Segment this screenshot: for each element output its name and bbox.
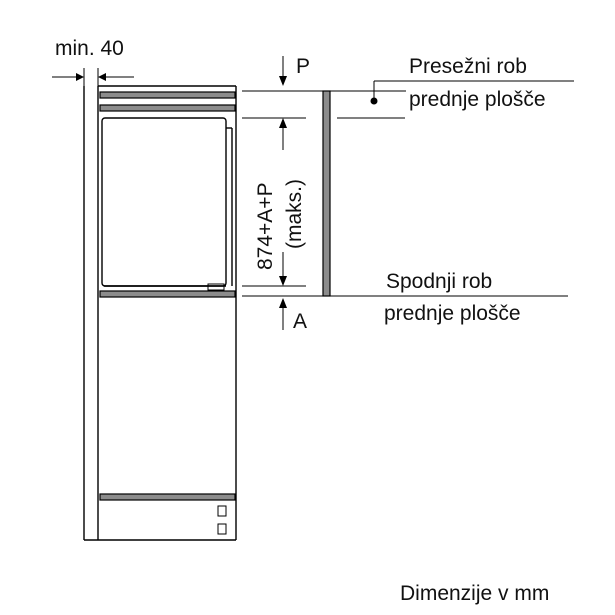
gap-dimension xyxy=(52,68,134,86)
height-note: (maks.) xyxy=(283,179,306,249)
units-note: Dimenzije v mm xyxy=(400,582,549,605)
reference-lines xyxy=(242,90,568,297)
a-label: A xyxy=(293,310,307,333)
top-edge-label-line1: Presežni rob xyxy=(409,55,527,78)
top-shelf xyxy=(99,91,236,112)
top-edge-label-line2: prednje plošče xyxy=(409,88,546,111)
p-arrow xyxy=(279,56,287,86)
min-gap-label: min. 40 xyxy=(55,37,124,60)
front-panel xyxy=(322,90,331,297)
niche-bottom-shelf xyxy=(99,283,236,298)
appliance-body xyxy=(101,117,233,287)
lower-shelf xyxy=(99,493,236,535)
height-dimension xyxy=(279,118,287,286)
top-edge-callout xyxy=(370,80,574,105)
p-label: P xyxy=(296,55,310,78)
a-arrow xyxy=(279,298,287,330)
cabinet-outline xyxy=(83,85,237,541)
height-formula: 874+A+P xyxy=(254,182,277,270)
bottom-edge-label-line2: prednje plošče xyxy=(384,302,521,325)
bottom-edge-label-line1: Spodnji rob xyxy=(386,270,492,293)
